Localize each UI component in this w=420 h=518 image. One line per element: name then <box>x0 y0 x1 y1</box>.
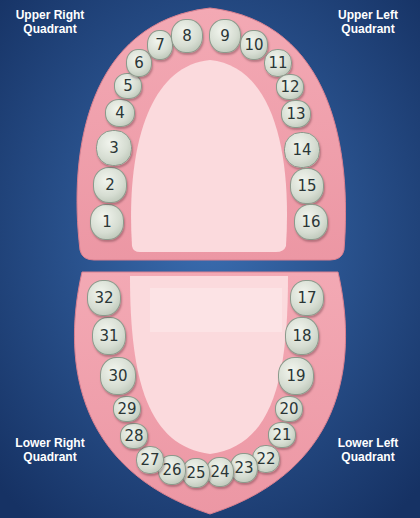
tooth-number: 8 <box>182 29 192 44</box>
tooth: 8 <box>171 19 203 53</box>
tooth-number: 14 <box>292 143 311 158</box>
tooth-number: 6 <box>134 56 144 71</box>
tooth-number: 31 <box>99 329 118 344</box>
tooth-number: 12 <box>280 80 299 95</box>
tooth-number: 19 <box>286 369 305 384</box>
tooth-number: 28 <box>124 429 143 444</box>
tooth-number: 32 <box>94 291 113 306</box>
tooth-number: 5 <box>123 79 133 94</box>
tooth-number: 18 <box>292 329 311 344</box>
tooth: 9 <box>209 19 241 53</box>
tooth: 32 <box>87 280 121 316</box>
tooth: 16 <box>294 204 328 240</box>
tooth-number: 23 <box>234 461 253 476</box>
tongue-highlight <box>150 288 282 332</box>
tooth: 28 <box>120 423 148 449</box>
upper-gum <box>77 8 346 260</box>
quadrant-label: Lower Left Quadrant <box>326 436 410 465</box>
tooth: 2 <box>93 167 127 203</box>
tooth-number: 3 <box>109 141 119 156</box>
tooth-number: 15 <box>297 179 316 194</box>
tooth: 24 <box>206 457 234 487</box>
tooth: 4 <box>105 99 135 127</box>
tooth: 10 <box>240 30 268 60</box>
tooth: 11 <box>264 49 292 77</box>
tooth-number: 11 <box>268 56 287 71</box>
tooth-number: 22 <box>256 452 275 467</box>
tooth: 15 <box>290 168 324 204</box>
quadrant-label: Upper Left Quadrant <box>326 8 410 37</box>
tooth: 29 <box>113 396 141 422</box>
quadrant-label: Upper Right Quadrant <box>8 8 92 37</box>
tooth-number: 10 <box>244 38 263 53</box>
tooth: 17 <box>290 280 324 316</box>
tooth-number: 4 <box>115 106 125 121</box>
tooth: 30 <box>100 357 136 395</box>
tooth: 21 <box>268 422 296 448</box>
tooth-number: 17 <box>297 291 316 306</box>
tooth-number: 29 <box>117 402 136 417</box>
tooth: 18 <box>285 317 319 355</box>
tooth: 3 <box>96 130 132 166</box>
tooth-number: 27 <box>140 453 159 468</box>
tooth: 1 <box>90 204 124 240</box>
tooth: 25 <box>182 458 210 488</box>
tooth-number: 2 <box>105 178 115 193</box>
tooth: 7 <box>147 30 173 60</box>
tooth-number: 16 <box>301 215 320 230</box>
tooth-number: 7 <box>155 38 165 53</box>
tooth-number: 1 <box>102 215 112 230</box>
tooth-number: 25 <box>186 466 205 481</box>
tooth-number: 21 <box>272 428 291 443</box>
palate <box>131 60 287 252</box>
tongue-area <box>130 276 288 454</box>
tooth: 20 <box>275 396 303 422</box>
tooth-number: 30 <box>108 369 127 384</box>
tooth: 31 <box>92 317 126 355</box>
tooth-number: 20 <box>279 402 298 417</box>
tooth: 23 <box>230 453 258 483</box>
tooth: 12 <box>276 74 304 100</box>
lower-gum <box>74 272 345 514</box>
tooth: 14 <box>284 132 320 168</box>
tooth: 27 <box>136 446 164 474</box>
tooth-number: 24 <box>210 465 229 480</box>
tooth-number: 13 <box>286 107 305 122</box>
tooth: 19 <box>278 357 314 395</box>
tooth-number: 26 <box>162 463 181 478</box>
tooth-number: 9 <box>220 29 230 44</box>
tooth: 13 <box>281 100 311 128</box>
quadrant-label: Lower Right Quadrant <box>8 436 92 465</box>
